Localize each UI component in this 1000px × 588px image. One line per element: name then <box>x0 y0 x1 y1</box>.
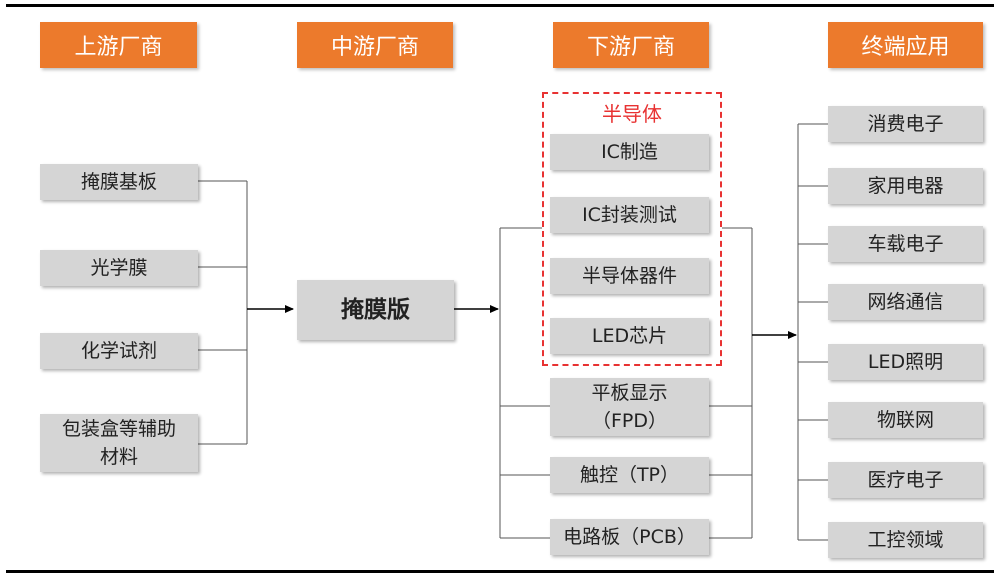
midstream-photomask: 掩膜版 <box>297 280 454 340</box>
upstream-item-packaging-line1: 包装盒等辅助 <box>61 418 176 440</box>
upstream-item-mask-substrate: 掩膜基板 <box>40 164 198 200</box>
top-rule <box>6 4 994 7</box>
downstream-item-semiconductor-devices: 半导体器件 <box>550 258 709 294</box>
upstream-item-packaging-line2: 材料 <box>99 446 138 468</box>
upstream-item-packaging: 包装盒等辅助 材料 <box>40 414 198 472</box>
bottom-rule <box>6 570 994 573</box>
downstream-item-touch-panel: 触控（TP） <box>550 457 709 493</box>
upstream-item-optical-film: 光学膜 <box>40 250 198 286</box>
header-upstream: 上游厂商 <box>40 22 197 68</box>
upstream-item-chemical-reagent: 化学试剂 <box>40 333 198 369</box>
downstream-item-fpd-line2: （FPD） <box>591 410 668 432</box>
header-midstream: 中游厂商 <box>297 22 453 68</box>
application-consumer-electronics: 消费电子 <box>828 106 983 142</box>
downstream-item-fpd-line1: 平板显示 <box>591 382 668 404</box>
downstream-item-pcb: 电路板（PCB） <box>550 519 709 555</box>
application-home-appliances: 家用电器 <box>828 168 983 204</box>
downstream-item-ic-manufacturing: IC制造 <box>550 134 709 170</box>
application-iot: 物联网 <box>828 402 983 438</box>
application-industrial-control: 工控领域 <box>828 522 983 558</box>
downstream-item-fpd: 平板显示 （FPD） <box>550 378 709 436</box>
header-applications: 终端应用 <box>828 22 983 68</box>
semiconductor-group-border <box>542 92 722 366</box>
application-automotive-electronics: 车载电子 <box>828 226 983 262</box>
application-medical-electronics: 医疗电子 <box>828 462 983 498</box>
application-network-communication: 网络通信 <box>828 284 983 320</box>
application-led-lighting: LED照明 <box>828 344 983 380</box>
downstream-item-led-chip: LED芯片 <box>550 318 709 354</box>
downstream-item-ic-packaging-testing: IC封装测试 <box>550 197 709 233</box>
header-downstream: 下游厂商 <box>553 22 709 68</box>
semiconductor-group-title: 半导体 <box>602 102 662 126</box>
